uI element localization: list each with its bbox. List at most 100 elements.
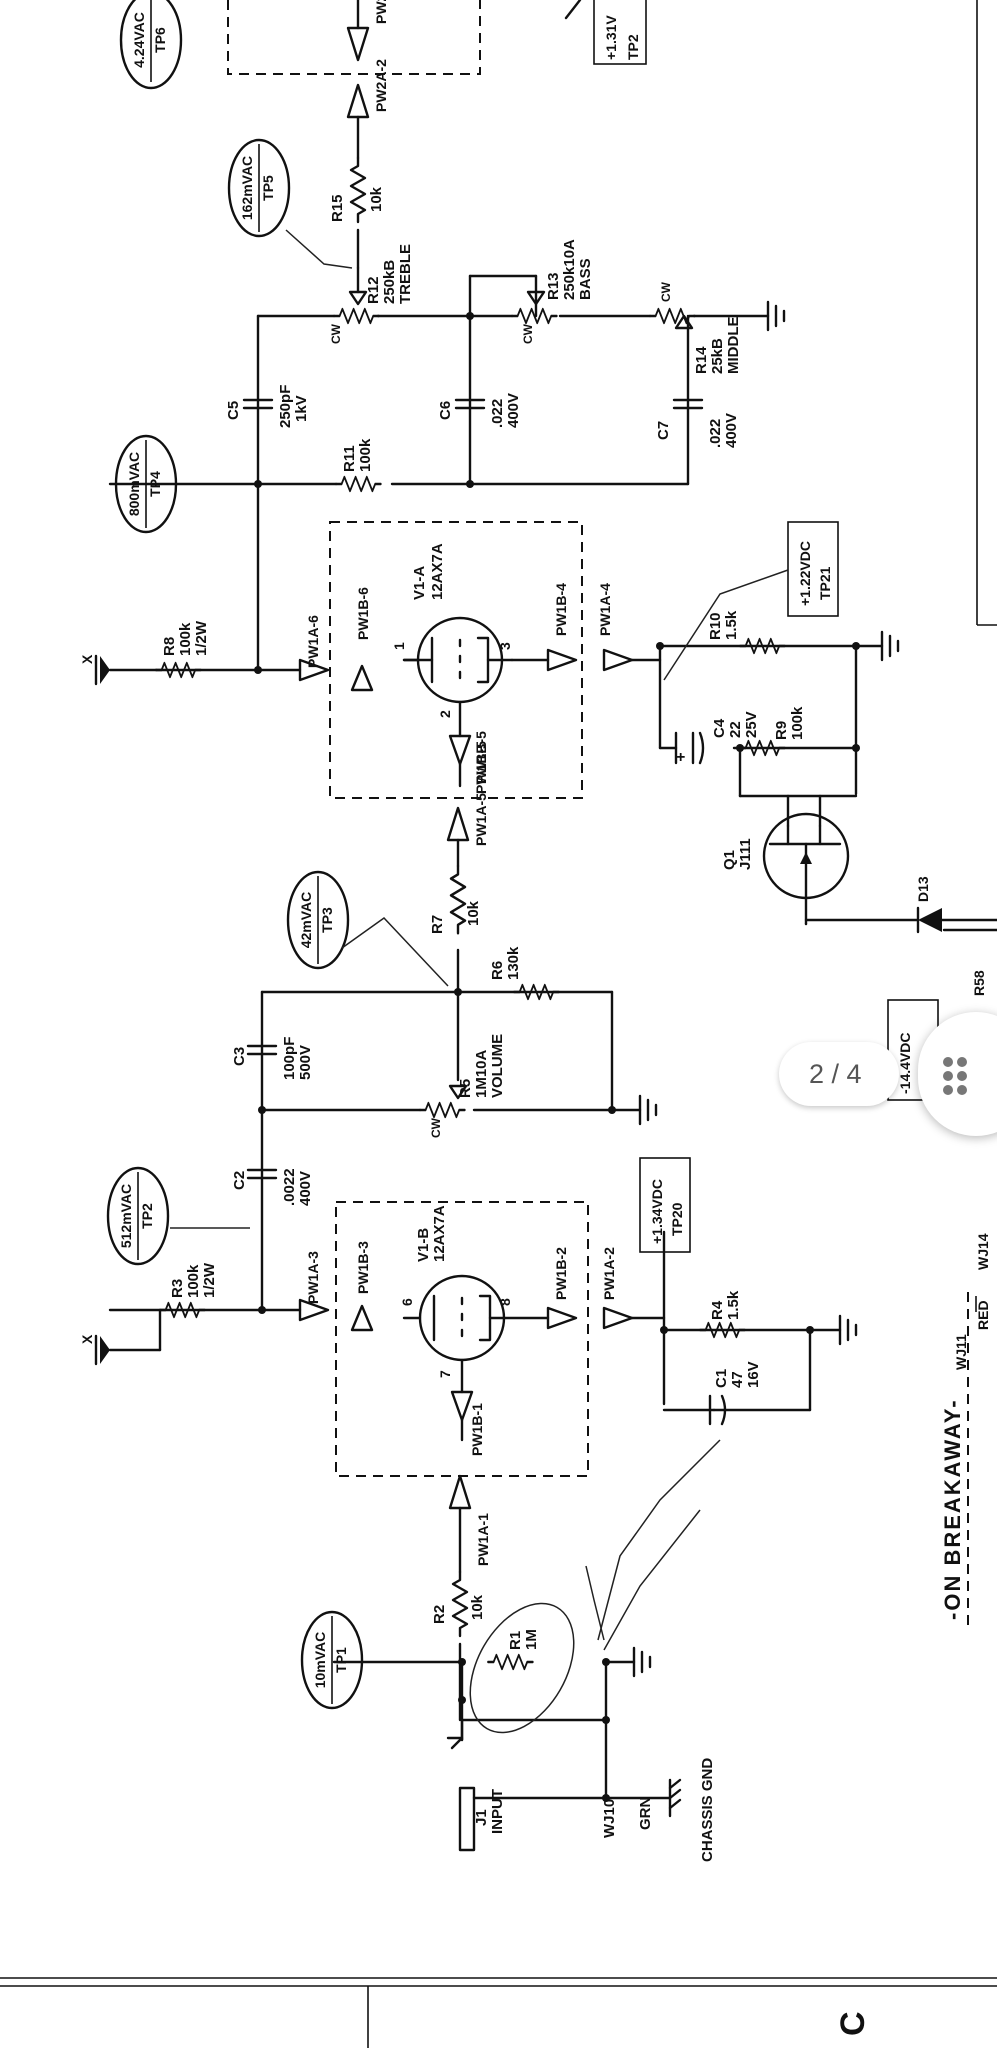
potentiometer-r14-middle: CW R14 25kB MIDDLE xyxy=(648,281,786,374)
tube-v1b: PW1B-3 6 7 8 V1-B 12AX7A PW1B-1 PW1B-2 xyxy=(350,1205,578,1456)
svg-text:8: 8 xyxy=(497,1298,513,1306)
svg-text:3: 3 xyxy=(497,642,513,650)
svg-text:47: 47 xyxy=(729,1371,746,1388)
svg-text:C1: C1 xyxy=(713,1369,730,1388)
svg-text:+1.22VDC: +1.22VDC xyxy=(797,541,813,606)
ground-symbol xyxy=(854,630,900,662)
v1a-grid-input-wires: PW1A-5 PW1B-5 xyxy=(258,731,642,1114)
breakaway-section: -ON BREAKAWAY- WJ14 RED WJ11 xyxy=(940,1233,991,1632)
svg-text:J1: J1 xyxy=(473,1809,490,1826)
svg-text:1.5k: 1.5k xyxy=(725,1290,742,1320)
svg-text:.0022: .0022 xyxy=(281,1168,298,1206)
svg-text:800mVAC: 800mVAC xyxy=(126,452,142,516)
svg-text:CW: CW xyxy=(429,1117,443,1138)
svg-text:-ON BREAKAWAY-: -ON BREAKAWAY- xyxy=(940,1398,965,1620)
svg-text:12AX7A: 12AX7A xyxy=(431,1205,448,1262)
svg-text:1M: 1M xyxy=(523,1629,540,1650)
svg-text:.022: .022 xyxy=(489,399,506,428)
svg-text:162mVAC: 162mVAC xyxy=(239,156,255,220)
capacitor-c1: C1 47 16V xyxy=(708,1361,762,1426)
resistor-r8: R8 100k 1/2W xyxy=(154,620,210,679)
svg-text:1: 1 xyxy=(391,642,407,650)
svg-text:R6: R6 xyxy=(489,961,506,980)
grid-dots-icon xyxy=(943,1057,967,1095)
resistor-r2: R2 10k xyxy=(431,1570,486,1638)
pin-label: PW1A-6 xyxy=(305,615,321,668)
svg-text:6: 6 xyxy=(399,1298,415,1306)
svg-text:PW1B-4: PW1B-4 xyxy=(553,583,569,636)
svg-text:WJ14: WJ14 xyxy=(975,1233,991,1270)
svg-text:R1: R1 xyxy=(507,1631,524,1650)
svg-text:R14: R14 xyxy=(693,346,710,374)
svg-text:512mVAC: 512mVAC xyxy=(118,1184,134,1248)
svg-text:TP3: TP3 xyxy=(319,907,335,933)
svg-text:R4: R4 xyxy=(709,1300,726,1320)
svg-text:TP4: TP4 xyxy=(147,471,163,497)
page-indicator-text: 2 / 4 xyxy=(809,1058,862,1089)
svg-text:R13: R13 xyxy=(545,272,562,300)
svg-text:WJ11: WJ11 xyxy=(953,1334,969,1370)
resistor-r6: R6 130k xyxy=(489,946,560,1001)
capacitor-c3: C3 100pF 500V xyxy=(231,1037,314,1080)
svg-text:100k: 100k xyxy=(177,622,194,656)
svg-text:-14.4VDC: -14.4VDC xyxy=(897,1033,913,1094)
title-block: C xyxy=(0,1977,997,2048)
svg-text:12AX7A: 12AX7A xyxy=(429,543,446,600)
ground-symbol xyxy=(638,1094,658,1126)
resistor-r15: R15 10k xyxy=(329,156,385,270)
svg-text:TP21: TP21 xyxy=(817,566,833,600)
v1b-cathode-wires: PW1A-2 xyxy=(601,1230,814,1412)
svg-text:Q1: Q1 xyxy=(721,850,738,870)
svg-text:TP6: TP6 xyxy=(152,27,168,53)
test-point-tp6: 4.24VAC TP6 xyxy=(119,0,183,90)
svg-text:C5: C5 xyxy=(225,401,242,420)
svg-text:25V: 25V xyxy=(743,711,760,738)
input-jack-j1: J1 INPUT xyxy=(458,1786,610,1852)
svg-text:X: X xyxy=(79,1334,95,1344)
svg-text:X: X xyxy=(79,654,95,664)
input-wires: PW1A-1 xyxy=(332,1474,652,1800)
svg-text:R58: R58 xyxy=(971,970,987,996)
resistor-r1: R1 1M xyxy=(469,1602,575,1734)
v1a-dashed-box xyxy=(329,521,583,799)
svg-text:1/2W: 1/2W xyxy=(193,620,210,656)
page-indicator: 2 / 4 xyxy=(779,1042,899,1106)
svg-text:R2: R2 xyxy=(431,1605,448,1624)
svg-text:400V: 400V xyxy=(297,1171,314,1206)
dc-point-tp2-top: +1.31V TP2 xyxy=(593,0,647,65)
svg-text:PW1B-3: PW1B-3 xyxy=(355,1241,371,1294)
svg-text:J111: J111 xyxy=(737,838,754,870)
svg-text:10k: 10k xyxy=(465,900,482,926)
svg-text:PW1A-5: PW1A-5 xyxy=(473,793,489,846)
svg-text:PW1A-4: PW1A-4 xyxy=(597,583,613,636)
svg-text:16V: 16V xyxy=(745,1361,762,1388)
dc-point-tp20: +1.34VDC TP20 xyxy=(639,1157,691,1253)
svg-text:400V: 400V xyxy=(723,413,740,448)
pen-annotation-strokes xyxy=(585,1439,721,1651)
pw2-dashed-box xyxy=(227,0,481,75)
svg-text:500V: 500V xyxy=(297,1045,314,1080)
grid-view-button[interactable] xyxy=(918,1012,997,1136)
svg-text:R3: R3 xyxy=(169,1279,186,1298)
svg-text:PW2B-2: PW2B-2 xyxy=(373,0,389,24)
dc-point-tp21: +1.22VDC TP21 xyxy=(663,521,839,681)
tube-v1a: PW1B-6 1 2 3 V1-A 12AX7A PW1B-5 PW1B-4 xyxy=(350,543,578,794)
test-point-tp4: 800mVAC TP4 xyxy=(114,434,178,534)
pin-label: PW1A-3 xyxy=(305,1251,321,1304)
resistor-r11: R11 100k xyxy=(334,438,382,493)
pw2-connectors: PW2A-2 PW2B-2 xyxy=(346,0,389,160)
svg-text:PW2A-2: PW2A-2 xyxy=(373,59,389,112)
potentiometer-r5-volume: CW R5 1M10A VOLUME xyxy=(418,1034,658,1138)
test-point-tp3: 42mVAC TP3 xyxy=(286,870,449,987)
svg-text:100k: 100k xyxy=(357,438,374,472)
ground-symbol xyxy=(604,1646,652,1678)
svg-text:25kB: 25kB xyxy=(709,338,726,374)
chassis-ground: WJ10 GRN CHASSIS GND xyxy=(601,1758,716,1862)
svg-text:+: + xyxy=(676,749,685,766)
resistor-r7: R7 10k xyxy=(429,864,482,935)
svg-text:PW1B-6: PW1B-6 xyxy=(355,587,371,640)
svg-text:R12: R12 xyxy=(365,276,382,304)
test-point-tp5: 162mVAC TP5 xyxy=(227,138,353,269)
svg-text:PW1A-2: PW1A-2 xyxy=(601,1247,617,1300)
